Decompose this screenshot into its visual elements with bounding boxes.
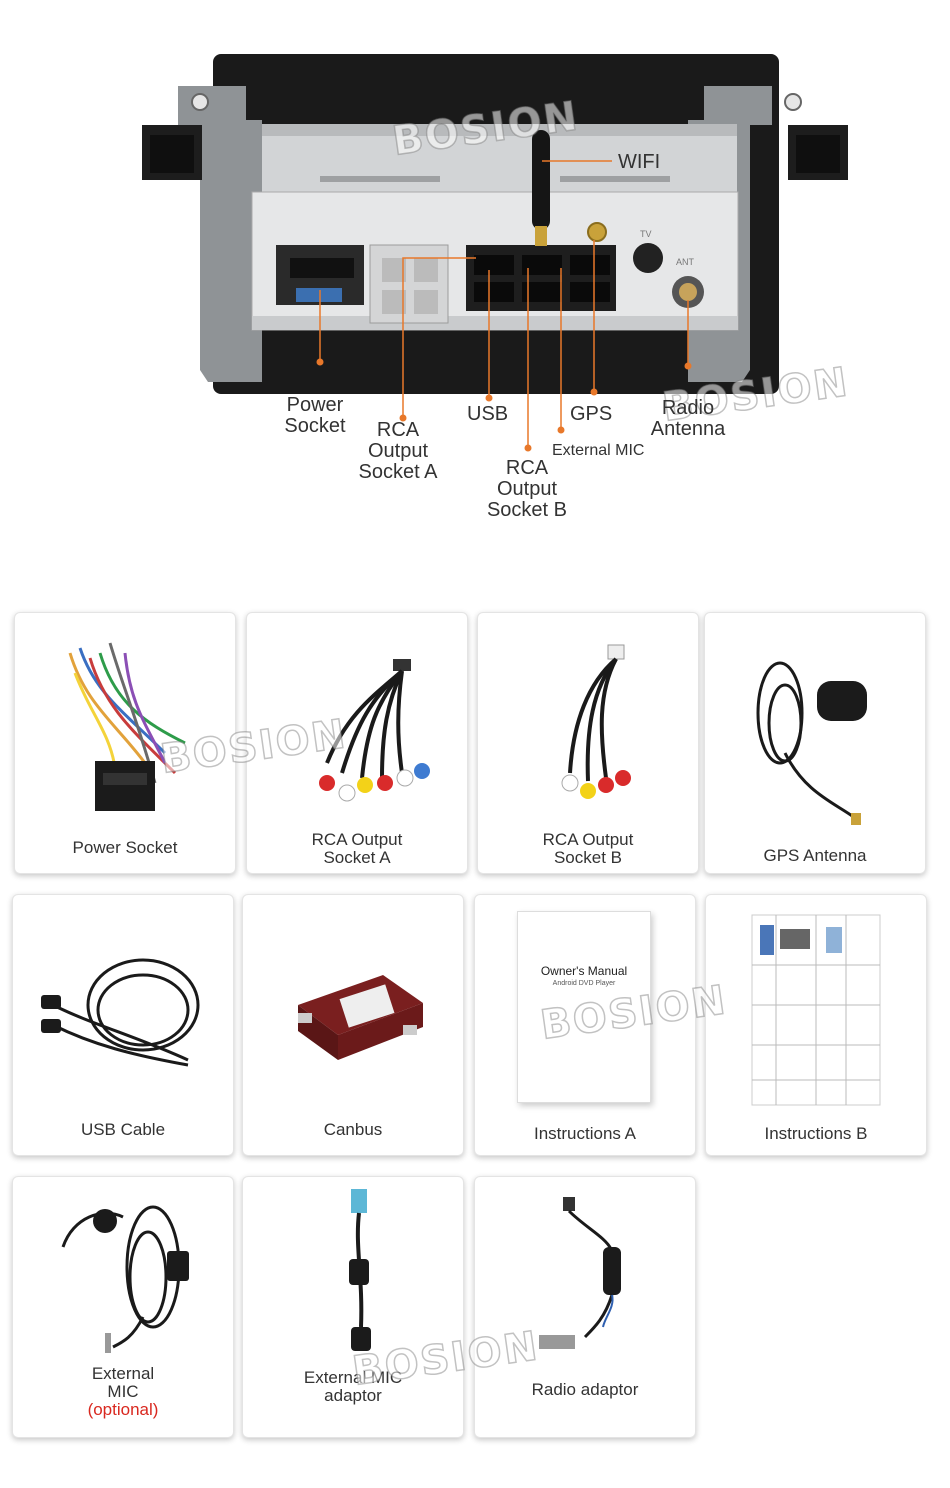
manual-subtitle: Android DVD Player — [552, 980, 616, 987]
label-gps: GPS — [570, 403, 613, 425]
accessory-card-rca-a: RCA Output Socket A — [246, 612, 468, 874]
card-label: Canbus — [323, 1120, 383, 1139]
accessory-card-radio-adaptor: Radio adaptor — [474, 1176, 696, 1438]
card-label: Instructions A — [533, 1124, 637, 1143]
external-mic-image — [61, 1205, 189, 1353]
label-usb: USB — [467, 403, 509, 425]
card-label: Instructions B — [764, 1124, 868, 1143]
label-rca-output-b: RCA Output Socket B — [486, 457, 568, 521]
accessory-card-rca-b: RCA Output Socket B — [477, 612, 699, 874]
accessory-card-external-mic: External MIC (optional) — [12, 1176, 234, 1438]
manual-cover: Owner's Manual Android DVD Player — [517, 911, 651, 1103]
accessory-card-power-socket: Power Socket — [14, 612, 236, 874]
card-label: USB Cable — [80, 1120, 166, 1139]
tv-panel-mark: TV — [640, 229, 652, 239]
mic-adaptor-image — [349, 1189, 371, 1351]
radio-adaptor-image — [539, 1197, 621, 1349]
accessory-card-gps-antenna: GPS Antenna — [704, 612, 926, 874]
ant-panel-mark: ANT — [676, 257, 694, 267]
unit-rear-diagram: TV TV ANT BOSION BOSION WIFI Power Socke… — [0, 0, 950, 658]
label-power-socket: Power Socket — [284, 394, 346, 437]
manual-title: Owner's Manual — [540, 964, 628, 978]
card-label: RCA Output Socket A — [311, 830, 403, 867]
rca-cable-b-image — [561, 644, 631, 799]
accessory-card-instructions-b: Instructions B — [705, 894, 927, 1156]
accessory-card-usb-cable: USB Cable — [12, 894, 234, 1156]
instructions-sheet-image — [751, 914, 881, 1106]
card-label: Radio adaptor — [531, 1380, 639, 1399]
card-label: External MIC (optional) — [13, 1365, 233, 1419]
rca-cable-image — [319, 659, 430, 802]
accessory-card-mic-adaptor: External MIC adaptor — [242, 1176, 464, 1438]
label-wifi: WIFI — [618, 151, 661, 173]
optional-note: (optional) — [87, 1400, 159, 1419]
gps-antenna-image — [756, 661, 867, 825]
label-radio-antenna: Radio Antenna — [650, 397, 726, 440]
card-label: External MIC adaptor — [303, 1368, 403, 1405]
card-label: GPS Antenna — [763, 846, 867, 865]
label-rca-output-a: RCA Output Socket A — [358, 419, 438, 483]
accessory-card-instructions-a: Owner's Manual Android DVD Player Instru… — [474, 894, 696, 1156]
unit-rear-illustration — [142, 54, 848, 452]
power-harness-image — [68, 642, 186, 811]
accessory-card-canbus: Canbus — [242, 894, 464, 1156]
usb-cable-image — [41, 958, 200, 1067]
canbus-box-image — [298, 975, 423, 1060]
card-label: RCA Output Socket B — [542, 830, 634, 867]
card-label: Power Socket — [72, 838, 178, 857]
label-external-mic: External MIC — [552, 442, 645, 459]
